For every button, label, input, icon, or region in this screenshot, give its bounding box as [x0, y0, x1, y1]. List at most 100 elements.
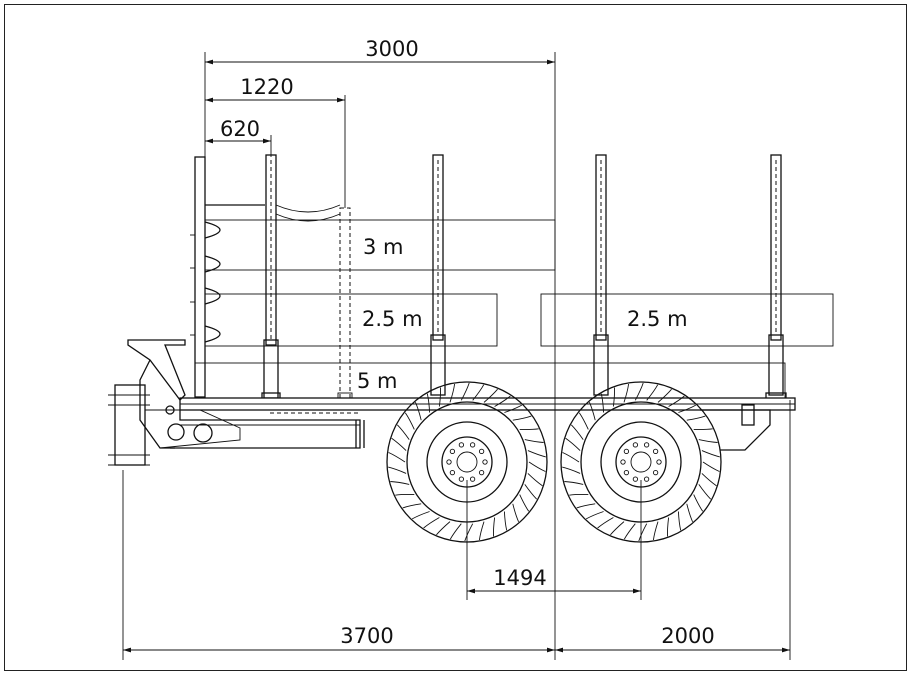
- stake-4: [593, 154, 609, 396]
- tread-mark: [678, 404, 697, 413]
- wheel-bolt: [643, 442, 650, 448]
- tread-mark: [564, 481, 584, 485]
- dim-label-3000: 3000: [365, 37, 418, 61]
- tread-mark: [701, 473, 717, 487]
- tread-mark: [436, 521, 451, 536]
- stake-5: [765, 154, 787, 403]
- tread-mark: [460, 382, 470, 401]
- tread-mark: [519, 494, 530, 512]
- tread-mark: [597, 517, 614, 529]
- tread-mark: [585, 511, 604, 520]
- tread-mark: [693, 494, 704, 512]
- tread-mark: [623, 523, 636, 540]
- tread-mark: [411, 511, 430, 520]
- tread-mark: [414, 402, 422, 421]
- tread-mark: [562, 452, 580, 463]
- wheel-bolt: [469, 476, 476, 482]
- tread-mark: [404, 412, 415, 430]
- tread-mark: [503, 511, 508, 531]
- stake-1: [261, 154, 281, 403]
- stakes: [261, 154, 787, 403]
- tread-mark: [464, 523, 474, 542]
- tread-mark: [668, 395, 685, 407]
- log-2-5m-front: [204, 293, 498, 347]
- wheel-bolt: [449, 448, 456, 455]
- tread-mark: [610, 521, 625, 536]
- tread-mark: [395, 494, 415, 496]
- wheel-bolt: [482, 459, 488, 465]
- load-logs: [194, 219, 834, 400]
- tread-mark: [512, 503, 520, 522]
- tread-mark: [402, 503, 422, 509]
- tread-mark: [527, 450, 546, 458]
- tread-mark: [634, 382, 644, 401]
- tread-mark: [519, 428, 539, 430]
- tread-mark: [562, 466, 581, 474]
- wheel-rear-treads: [562, 382, 720, 542]
- wheel-bolt: [469, 442, 476, 448]
- tread-mark: [565, 437, 581, 451]
- tread-mark: [527, 473, 543, 487]
- stake-2: [275, 204, 353, 403]
- tread-mark: [423, 517, 440, 529]
- wheel-bolt: [632, 476, 639, 482]
- wheel-bolt: [449, 469, 456, 476]
- wheel-bolt: [623, 448, 630, 455]
- tread-mark: [478, 521, 485, 541]
- dimension-labels: 3000 1220 620 1494 3700 2000: [220, 37, 715, 648]
- dim-label-3700: 3700: [340, 624, 393, 648]
- tread-mark: [524, 439, 544, 443]
- wheel-bolt: [632, 442, 639, 448]
- tread-mark: [504, 404, 523, 413]
- tread-mark: [612, 387, 615, 407]
- tread-mark: [449, 383, 456, 403]
- tread-mark: [449, 523, 462, 540]
- tread-mark: [528, 461, 546, 472]
- dim-label-1494: 1494: [493, 566, 546, 590]
- tread-mark: [438, 387, 441, 407]
- tread-mark: [396, 424, 410, 440]
- label-log-2-5m-front: 2.5 m: [362, 307, 423, 331]
- label-log-3m: 3 m: [363, 235, 404, 259]
- tread-mark: [390, 481, 410, 485]
- wheel-bolt: [458, 442, 465, 448]
- tread-mark: [578, 412, 589, 430]
- stake-3: [430, 154, 446, 396]
- tread-mark: [576, 503, 596, 509]
- tread-mark: [623, 383, 630, 403]
- wheel-bolt: [478, 448, 485, 455]
- tread-mark: [652, 521, 659, 541]
- tread-mark: [677, 511, 682, 531]
- tread-mark: [388, 452, 406, 463]
- wheel-front-treads: [388, 382, 546, 542]
- tread-mark: [426, 393, 431, 413]
- tread-mark: [493, 517, 496, 537]
- headboard: [190, 156, 265, 398]
- tread-mark: [702, 461, 720, 472]
- wheel-bolt: [478, 469, 485, 476]
- wheel-bolt: [652, 469, 659, 476]
- wheel-bolt: [656, 459, 662, 465]
- dim-label-2000: 2000: [661, 624, 714, 648]
- label-log-5m: 5 m: [357, 369, 398, 393]
- tread-mark: [483, 388, 498, 403]
- wheel-rear: [560, 381, 722, 543]
- tread-mark: [693, 428, 713, 430]
- tread-mark: [686, 503, 694, 522]
- wheel-bolt: [458, 476, 465, 482]
- tread-mark: [472, 384, 485, 401]
- tread-mark: [698, 484, 712, 500]
- tread-mark: [667, 517, 670, 537]
- tread-mark: [570, 424, 584, 440]
- tread-mark: [638, 523, 648, 542]
- drawing-frame: [4, 4, 907, 671]
- wheel-bolt: [652, 448, 659, 455]
- wheel-bolt: [620, 459, 626, 465]
- log-5m: [194, 362, 786, 400]
- dim-label-1220: 1220: [240, 75, 293, 99]
- tread-mark: [686, 415, 706, 421]
- tread-mark: [388, 466, 407, 474]
- tread-mark: [698, 439, 718, 443]
- tread-mark: [657, 388, 672, 403]
